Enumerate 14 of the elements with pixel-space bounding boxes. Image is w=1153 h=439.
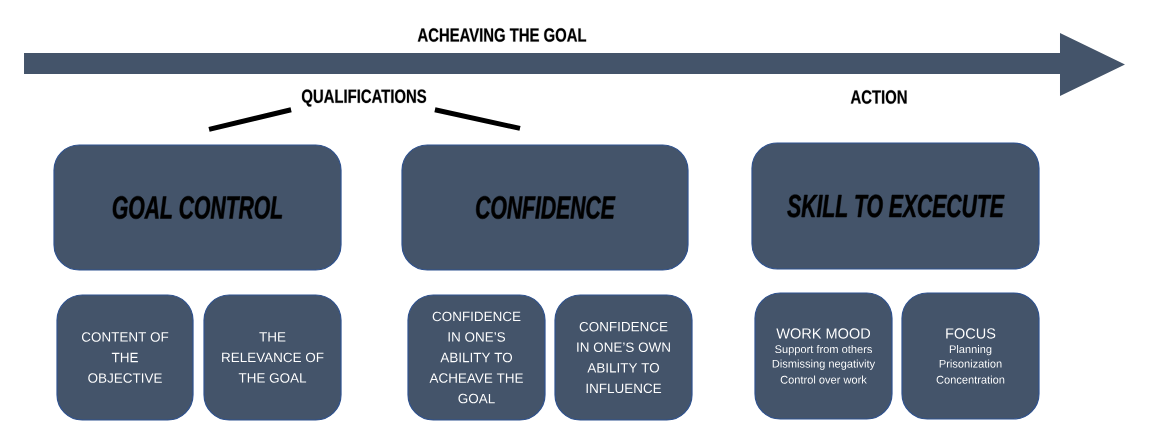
section-label: ACHEAVING THE GOAL bbox=[417, 28, 587, 42]
connector-line bbox=[434, 107, 521, 131]
item-box: WORK MOOD Support from others Dismissing negativity Control over work bbox=[754, 292, 893, 420]
category-box: SKILL TO EXCECUTE bbox=[751, 142, 1040, 270]
category-box: CONFIDENCE bbox=[401, 144, 689, 271]
item-box: CONFIDENCE IN ONE’S ABILITY TO ACHEAVE THE GOAL bbox=[407, 294, 546, 421]
item-box: THE RELEVANCE OF THE GOAL bbox=[203, 294, 342, 421]
section-label: ACTION bbox=[850, 90, 907, 104]
item-box: FOCUS Planning Prisonization Concentration bbox=[901, 292, 1040, 420]
connector-line bbox=[208, 107, 292, 132]
section-label: QUALIFICATIONS bbox=[301, 89, 427, 107]
item-box: CONFIDENCE IN ONE’S OWN ABILITY TO INFLUENCE bbox=[554, 294, 693, 421]
item-box: CONTENT OF THE OBJECTIVE bbox=[56, 294, 194, 421]
category-box: GOAL CONTROL bbox=[53, 144, 342, 271]
